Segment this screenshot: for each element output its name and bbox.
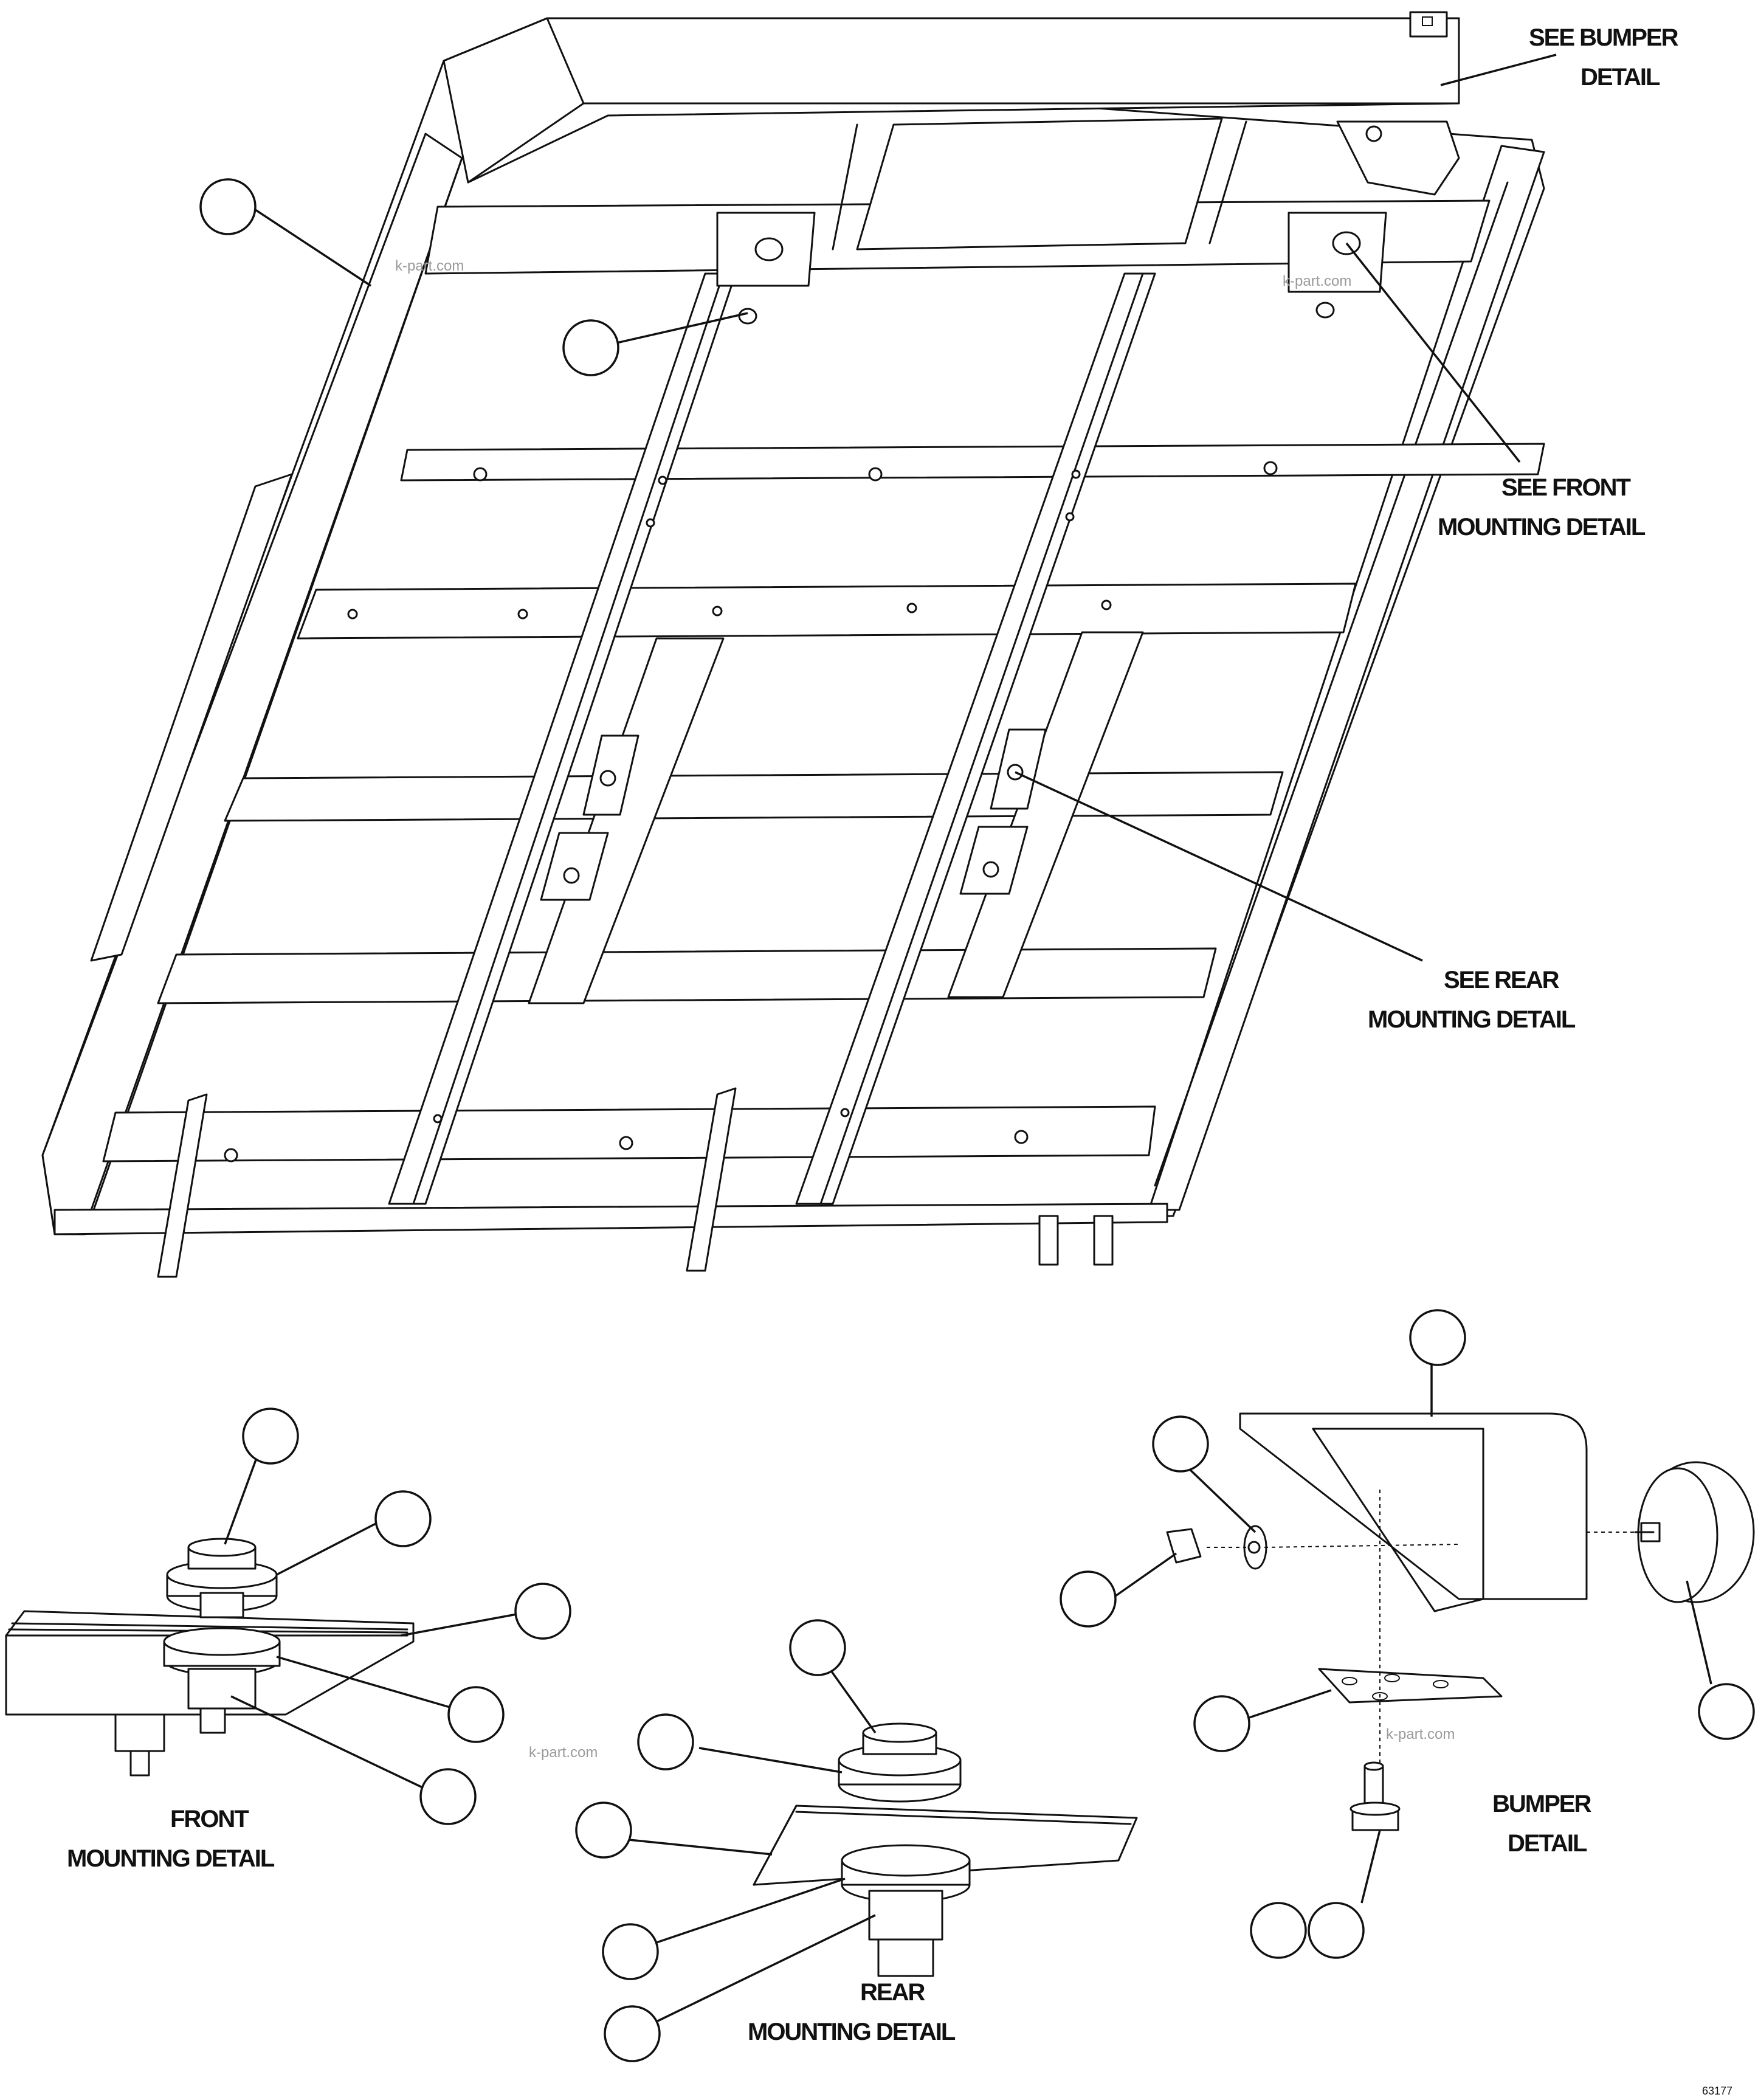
rear-mounting-detail: REAR MOUNTING DETAIL — [575, 1619, 1138, 2062]
watermark-4: k-part.com — [1386, 1726, 1455, 1743]
balloon-frame — [199, 178, 257, 235]
watermark-3: k-part.com — [529, 1744, 598, 1761]
bumper-label-1: BUMPER — [1492, 1791, 1591, 1817]
front-mounting-detail: FRONT MOUNTING DETAIL — [5, 1407, 571, 1872]
see-bumper-label-2: DETAIL — [1580, 64, 1660, 91]
bumper-detail: BUMPER DETAIL — [1060, 1309, 1755, 1959]
frame-bolts — [224, 461, 1278, 1162]
see-rear-label-1: SEE REAR — [1444, 967, 1560, 993]
front-label-2: MOUNTING DETAIL — [67, 1845, 275, 1872]
front-label-1: FRONT — [170, 1806, 249, 1832]
balloon-mount-bolt — [562, 319, 619, 376]
rear-label-1: REAR — [860, 1979, 925, 2006]
see-rear-label-2: MOUNTING DETAIL — [1368, 1006, 1576, 1033]
bumper-label-2: DETAIL — [1508, 1830, 1587, 1857]
see-front-label-2: MOUNTING DETAIL — [1438, 514, 1646, 541]
frame-assembly — [41, 11, 1545, 1278]
figure-number: 63177 — [1702, 2085, 1732, 2097]
rear-label-2: MOUNTING DETAIL — [748, 2019, 956, 2045]
see-front-label-1: SEE FRONT — [1501, 474, 1630, 501]
watermark-2: k-part.com — [1283, 273, 1351, 289]
watermark-1: k-part.com — [395, 258, 464, 274]
see-bumper-label-1: SEE BUMPER — [1529, 24, 1679, 51]
